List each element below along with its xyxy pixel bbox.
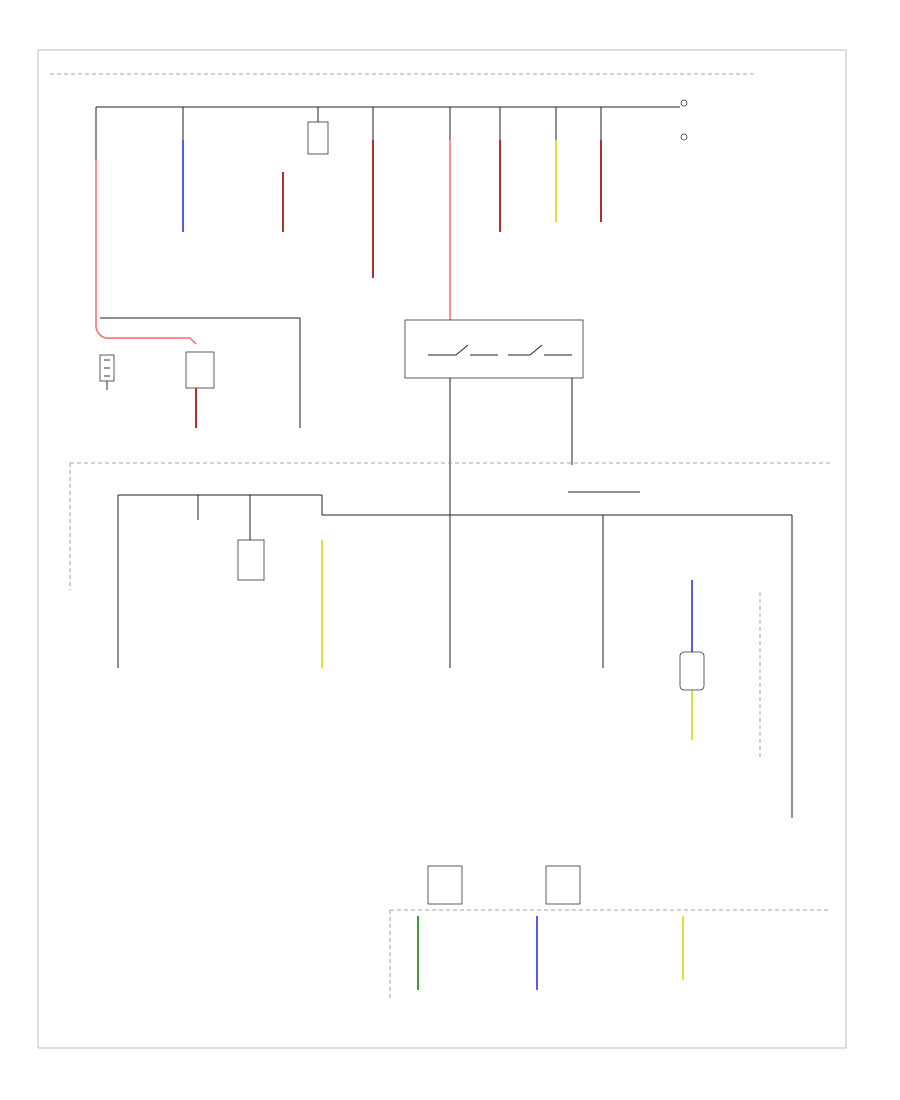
ecu-module [679, 651, 705, 691]
battery-feed [95, 107, 301, 428]
relay-lower [237, 539, 265, 581]
ignition-switch-contacts [428, 344, 572, 356]
lower-drop-wires [321, 540, 693, 740]
relay-bottom-left [427, 865, 463, 905]
diagram-frame [37, 49, 847, 1049]
top-bus-drops [182, 107, 602, 140]
bottom-wires [417, 916, 684, 990]
top-bus-terminal-2 [680, 133, 688, 141]
fusible-link-top [307, 121, 329, 155]
ignition-switch [404, 319, 584, 379]
relay-bottom-right [545, 865, 581, 905]
top-fuse-wires [182, 140, 602, 320]
battery-symbol [99, 354, 115, 390]
fusible-link-battery [185, 351, 215, 389]
top-bus-terminal-1 [680, 99, 688, 107]
lower-bus [117, 490, 793, 818]
